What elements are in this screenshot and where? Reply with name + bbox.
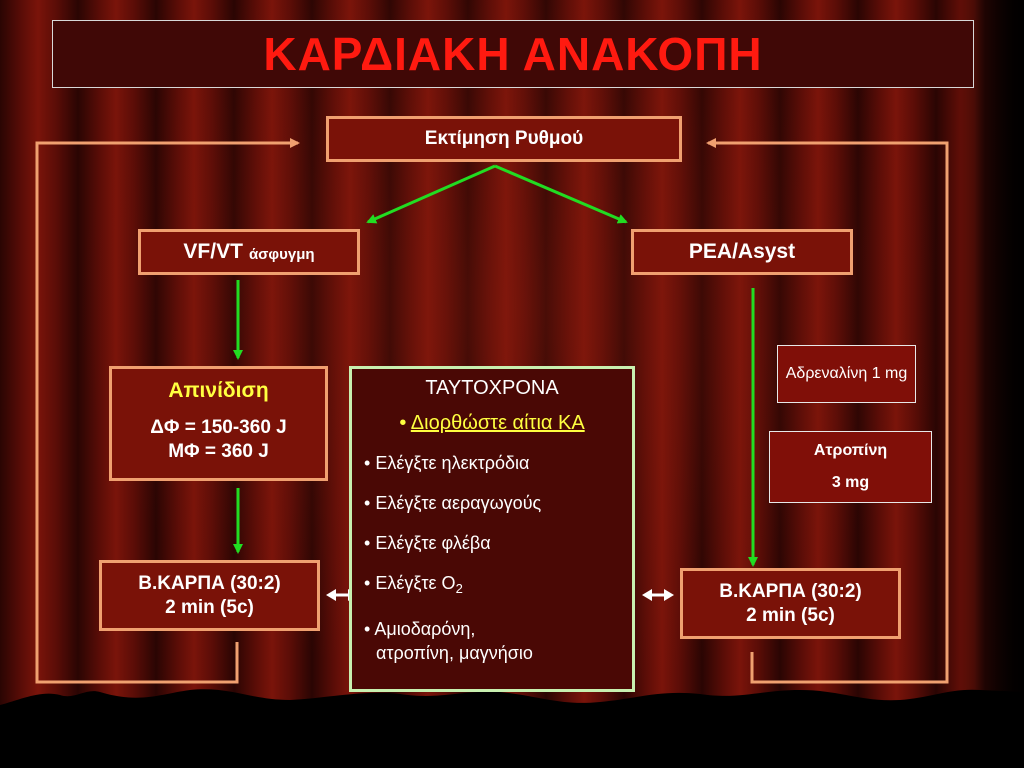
split-arrow-left [366, 164, 496, 224]
defib-biphasic: ΔΦ = 150-360 J [150, 417, 287, 438]
defibrillation-box: Απινίδιση ΔΦ = 150-360 J ΜΦ = 360 J [109, 366, 328, 481]
rhythm-box: Εκτίμηση Ρυθμού [326, 116, 682, 162]
check-item-airway: • Ελέγξτε αεραγωγούς [364, 493, 542, 513]
simultaneous-box: ΤΑΥΤΟΧΡΟΝΑ • Διορθώστε αίτια ΚΑ • Ελέγξτ… [349, 366, 635, 692]
cpr-left-line2: 2 min (5c) [165, 596, 254, 618]
drug-item-continuation: ατροπίνη, μαγνήσιο [376, 643, 533, 663]
page-title: ΚΑΡΔΙΑΚΗ ΑΝΑΚΟΠΗ [263, 28, 763, 80]
right-loop-line [706, 138, 949, 684]
correct-causes-text: Διορθώστε αίτια ΚΑ [410, 412, 585, 434]
o2-subscript: 2 [455, 581, 463, 596]
bullet: • [399, 412, 407, 434]
left-loop-line [35, 138, 300, 684]
correct-causes-item: • Διορθώστε αίτια ΚΑ [352, 412, 632, 435]
defib-title: Απινίδιση [168, 379, 269, 402]
drug-item: • Αμιοδαρόνη, ατροπίνη, μαγνήσιο [364, 619, 533, 663]
vfvt-pulseless-label: άσφυγμη [248, 245, 315, 263]
check-item-vein: • Ελέγξτε φλέβα [364, 533, 491, 553]
atropine-label: Ατροπίνη [813, 442, 888, 459]
cpr-box-left: Β.ΚΑΡΠΑ (30:2) 2 min (5c) [99, 560, 320, 631]
cpr-right-line1: Β.ΚΑΡΠΑ (30:2) [719, 580, 862, 602]
simultaneous-heading: ΤΑΥΤΟΧΡΟΝΑ [425, 377, 559, 399]
vfvt-box: VF/VT άσφυγμη [138, 229, 360, 275]
split-arrow-right [494, 164, 628, 224]
title-box: ΚΑΡΔΙΑΚΗ ΑΝΑΚΟΠΗ [52, 20, 974, 88]
vfvt-label: VF/VT [183, 240, 243, 263]
cpr-box-right: Β.ΚΑΡΠΑ (30:2) 2 min (5c) [680, 568, 901, 639]
cpr-right-line2: 2 min (5c) [746, 604, 835, 626]
rhythm-label: Εκτίμηση Ρυθμού [424, 128, 584, 149]
adrenaline-label: Αδρεναλίνη 1 mg [785, 365, 908, 382]
check-item-oxygen: • Ελέγξτε O2 [364, 573, 463, 596]
adrenaline-box: Αδρεναλίνη 1 mg [777, 345, 916, 403]
pea-label: PEA/Asyst [688, 240, 796, 263]
atropine-box: Ατροπίνη 3 mg [769, 431, 932, 503]
atropine-dose: 3 mg [831, 474, 870, 491]
pea-asystole-box: PEA/Asyst [631, 229, 853, 275]
cpr-left-line1: Β.ΚΑΡΠΑ (30:2) [138, 572, 281, 594]
double-arrow-right [642, 589, 674, 601]
check-item-electrodes: • Ελέγξτε ηλεκτρόδια [364, 453, 530, 473]
curtain-fringe [0, 689, 1024, 768]
defib-monophasic: ΜΦ = 360 J [168, 441, 269, 462]
